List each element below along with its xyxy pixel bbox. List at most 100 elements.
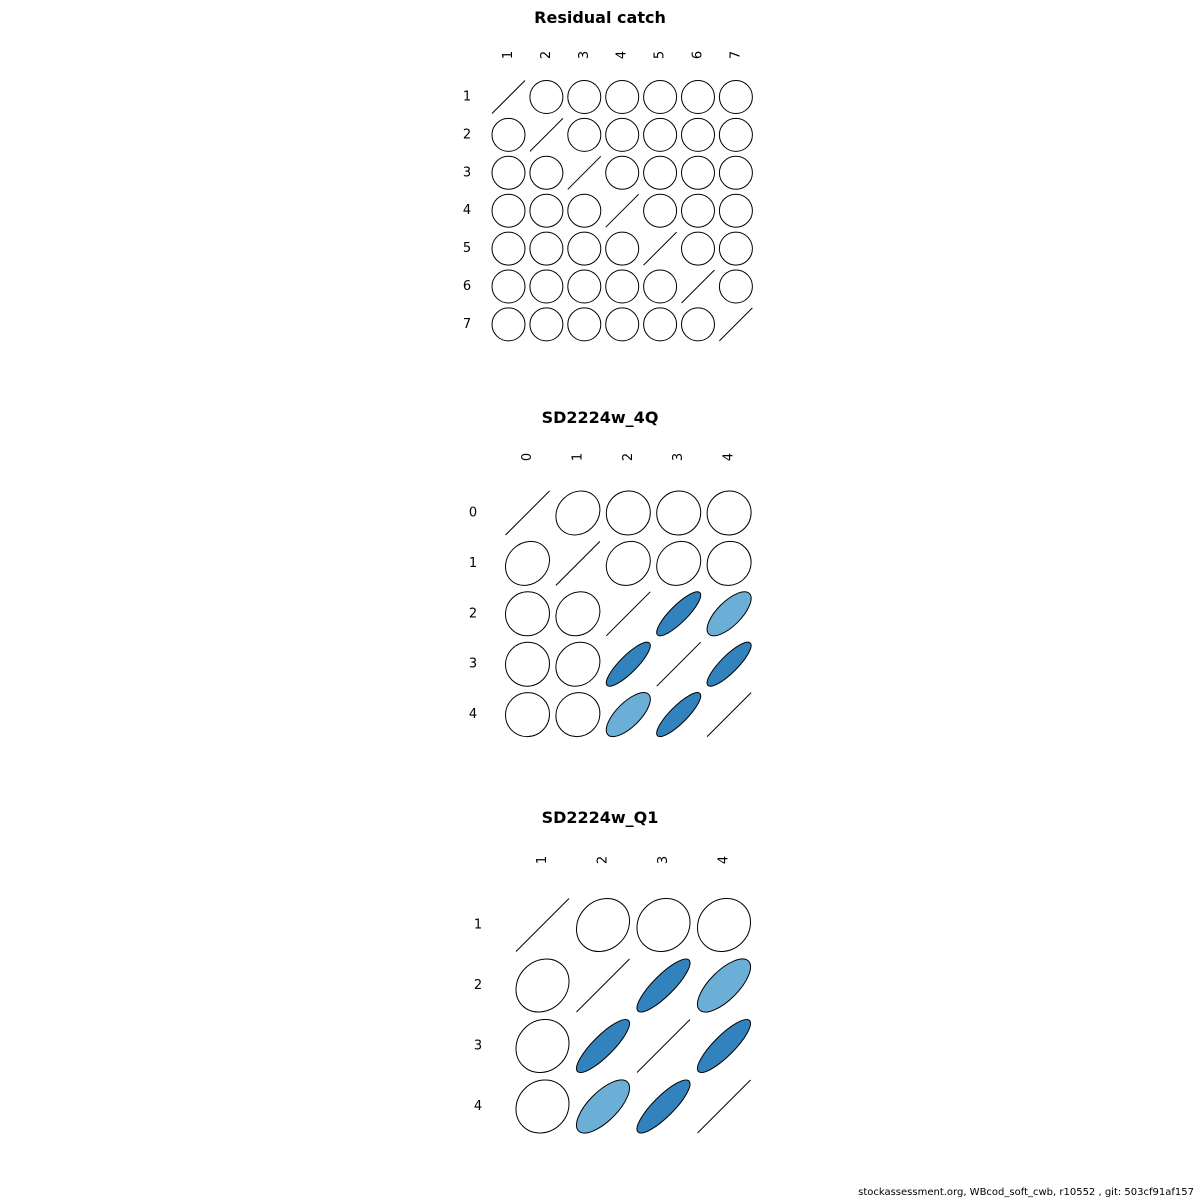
correlation-ellipse xyxy=(706,591,752,637)
correlation-ellipse xyxy=(718,193,753,228)
column-label: 2 xyxy=(539,51,554,59)
diagonal-line xyxy=(505,490,550,536)
correlation-ellipse xyxy=(636,1079,691,1134)
correlation-ellipse xyxy=(576,898,631,953)
correlation-ellipse xyxy=(605,490,651,536)
column-label: 4 xyxy=(717,856,732,864)
correlation-ellipse xyxy=(491,231,526,266)
correlation-ellipse xyxy=(656,540,702,586)
correlation-ellipse xyxy=(605,117,640,152)
correlation-ellipse xyxy=(605,307,640,342)
row-label: 1 xyxy=(463,90,471,105)
correlation-ellipse xyxy=(567,307,602,342)
correlation-ellipse xyxy=(718,80,753,114)
correlation-ellipse xyxy=(643,269,678,304)
row-label: 2 xyxy=(463,127,471,142)
row-label: 4 xyxy=(463,203,471,218)
column-label: 3 xyxy=(656,856,671,864)
correlation-ellipse xyxy=(718,117,753,152)
correlation-ellipse xyxy=(681,155,715,190)
correlation-ellipse xyxy=(718,231,753,266)
column-label: 4 xyxy=(615,51,630,59)
correlation-ellipse xyxy=(605,641,651,687)
row-label: 2 xyxy=(469,606,477,621)
correlation-ellipse xyxy=(555,641,601,687)
row-label: 2 xyxy=(474,978,482,993)
correlation-ellipse xyxy=(718,269,753,304)
correlation-ellipse xyxy=(643,193,678,228)
column-label: 6 xyxy=(691,51,706,59)
diagonal-line xyxy=(643,231,677,266)
correlation-ellipse xyxy=(567,117,602,152)
column-label: 2 xyxy=(621,453,636,461)
diagonal-line xyxy=(605,591,651,637)
correlation-ellipse xyxy=(529,193,564,228)
column-label: 4 xyxy=(722,453,737,461)
correlation-ellipse xyxy=(681,307,715,342)
correlation-ellipse xyxy=(567,269,602,304)
correlation-ellipse xyxy=(515,1079,570,1134)
correlation-ellipse xyxy=(643,307,678,342)
correlation-ellipse xyxy=(636,897,691,952)
diagonal-line xyxy=(576,958,630,1013)
correlation-ellipse xyxy=(656,490,702,536)
column-label: 3 xyxy=(671,453,686,461)
diagonal-line xyxy=(491,80,526,114)
correlation-ellipse xyxy=(656,692,702,738)
correlation-ellipse xyxy=(555,692,601,738)
correlation-ellipse xyxy=(555,591,601,637)
row-label: 6 xyxy=(463,279,471,294)
correlation-ellipse xyxy=(491,117,526,152)
correlation-ellipse xyxy=(491,193,526,228)
panel-title: Residual catch xyxy=(534,8,666,27)
row-label: 7 xyxy=(463,317,471,332)
correlation-ellipse xyxy=(504,540,550,586)
correlation-ellipse xyxy=(529,231,564,266)
correlation-ellipse xyxy=(505,591,551,637)
row-label: 3 xyxy=(469,657,477,672)
correlation-ellipse xyxy=(605,155,640,190)
correlation-ellipse xyxy=(567,193,602,228)
correlation-ellipse xyxy=(636,958,691,1013)
correlation-ellipse xyxy=(491,269,526,304)
correlation-ellipse xyxy=(491,155,526,190)
diagonal-line xyxy=(515,898,570,952)
correlation-ellipse xyxy=(605,231,640,266)
correlation-ellipse xyxy=(491,307,526,342)
correlation-ellipse xyxy=(681,193,715,228)
diagonal-line xyxy=(706,692,752,737)
column-label: 0 xyxy=(520,453,535,461)
column-label: 7 xyxy=(728,51,743,59)
diagonal-line xyxy=(555,541,601,586)
correlation-ellipse xyxy=(576,1079,631,1134)
correlation-ellipse xyxy=(706,641,752,687)
column-label: 1 xyxy=(570,453,585,461)
row-label: 3 xyxy=(463,165,471,180)
correlation-ellipse xyxy=(515,1018,570,1073)
diagonal-line xyxy=(697,1079,751,1134)
correlation-ellipse xyxy=(515,958,570,1013)
diagonal-line xyxy=(719,307,753,342)
correlation-ellipse xyxy=(505,641,551,687)
column-label: 1 xyxy=(501,51,516,59)
footer-credit: stockassessment.org, WBcod_soft_cwb, r10… xyxy=(858,1187,1194,1198)
correlation-ellipse xyxy=(505,692,551,738)
row-label: 5 xyxy=(463,241,471,256)
correlation-ellipse xyxy=(696,1018,751,1073)
correlation-ellipse xyxy=(643,117,678,152)
row-label: 0 xyxy=(469,506,477,521)
panel-title: SD2224w_4Q xyxy=(542,408,659,427)
row-label: 1 xyxy=(469,556,477,571)
correlation-ellipse xyxy=(575,1018,630,1073)
correlation-ellipse xyxy=(696,897,751,952)
row-label: 3 xyxy=(474,1039,482,1054)
row-label: 1 xyxy=(474,918,482,933)
panel-title: SD2224w_Q1 xyxy=(542,808,659,827)
correlation-ellipse xyxy=(567,80,602,114)
correlation-ellipse xyxy=(605,269,640,304)
diagonal-line xyxy=(656,641,702,687)
correlation-ellipse xyxy=(718,155,753,190)
